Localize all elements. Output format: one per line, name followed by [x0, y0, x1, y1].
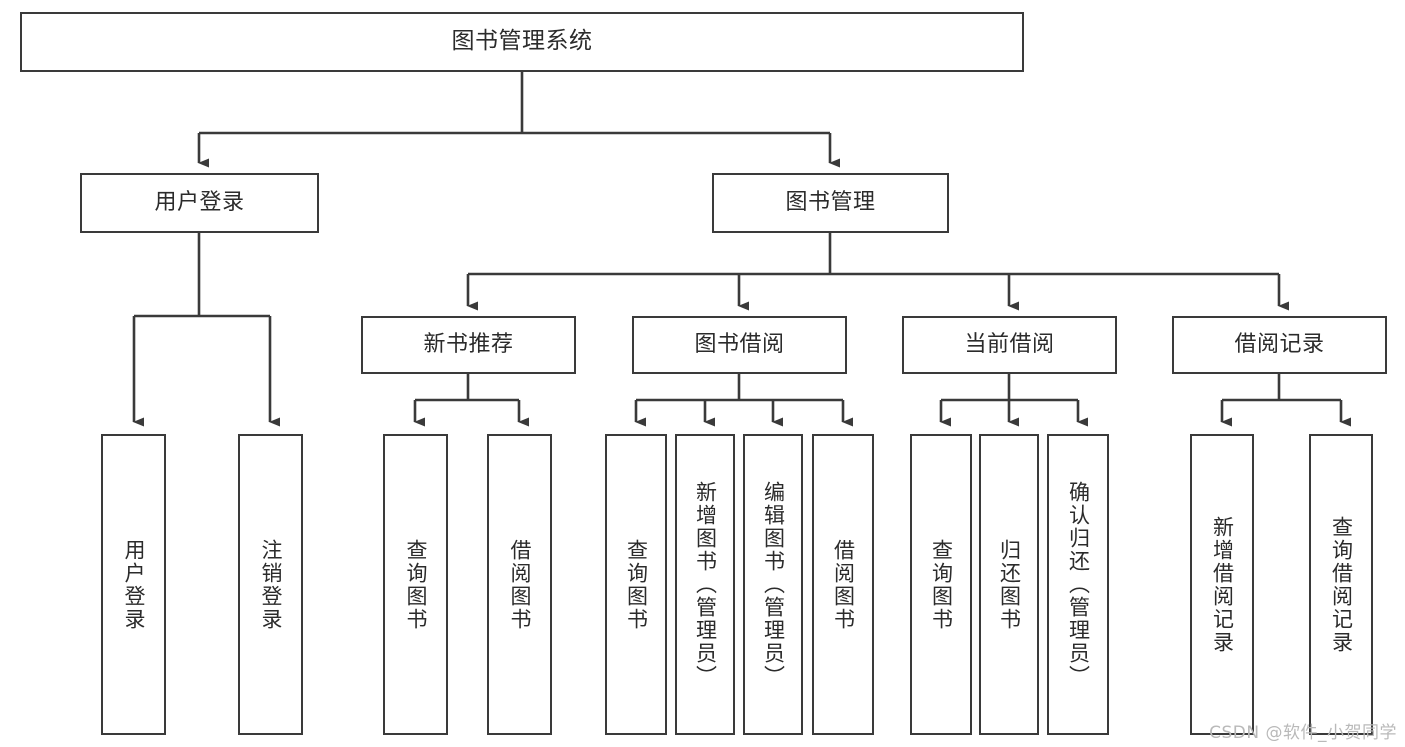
csdn-watermark: CSDN @软件_小贺同学	[1209, 723, 1397, 743]
node-root-label: 图书管理系统	[451, 28, 593, 55]
node-borrow-record[interactable]: 借阅记录	[1172, 316, 1387, 374]
node-leaf-query-book-1-label: 查询图书	[404, 538, 428, 631]
node-leaf-query-book-2[interactable]: 查询图书	[605, 434, 667, 735]
node-user-login-label: 用户登录	[154, 189, 245, 215]
node-leaf-add-record-label: 新增借阅记录	[1210, 515, 1235, 654]
node-current-borrow[interactable]: 当前借阅	[902, 316, 1117, 374]
node-new-book-recommend[interactable]: 新书推荐	[361, 316, 576, 374]
node-leaf-user-logout-label: 注销登录	[259, 538, 283, 631]
node-book-manage-label: 图书管理	[785, 189, 876, 215]
node-leaf-borrow-book-1[interactable]: 借阅图书	[487, 434, 552, 735]
node-leaf-user-logout[interactable]: 注销登录	[238, 434, 303, 735]
node-book-manage[interactable]: 图书管理	[712, 173, 949, 233]
node-leaf-user-login[interactable]: 用户登录	[101, 434, 166, 735]
node-leaf-edit-book-label: 编辑图书（管理员）	[761, 481, 786, 688]
node-book-borrow-label: 图书借阅	[694, 331, 785, 357]
node-book-borrow[interactable]: 图书借阅	[632, 316, 847, 374]
node-leaf-borrow-book-2-label: 借阅图书	[831, 538, 856, 631]
node-leaf-query-book-2-label: 查询图书	[624, 538, 649, 631]
node-leaf-return-book-label: 归还图书	[997, 538, 1022, 631]
node-leaf-query-book-1[interactable]: 查询图书	[383, 434, 448, 735]
node-leaf-edit-book[interactable]: 编辑图书（管理员）	[743, 434, 803, 735]
node-root-book-management-system[interactable]: 图书管理系统	[20, 12, 1024, 72]
node-leaf-query-book-3-label: 查询图书	[929, 538, 954, 631]
node-borrow-record-label: 借阅记录	[1234, 331, 1325, 357]
node-leaf-borrow-book-1-label: 借阅图书	[508, 538, 532, 631]
node-leaf-borrow-book-2[interactable]: 借阅图书	[812, 434, 874, 735]
node-current-borrow-label: 当前借阅	[964, 331, 1055, 357]
node-leaf-return-book[interactable]: 归还图书	[979, 434, 1039, 735]
node-leaf-user-login-label: 用户登录	[122, 538, 146, 631]
node-leaf-query-record-label: 查询借阅记录	[1329, 515, 1354, 654]
node-leaf-add-book[interactable]: 新增图书（管理员）	[675, 434, 735, 735]
node-leaf-add-record[interactable]: 新增借阅记录	[1190, 434, 1254, 735]
node-new-book-recommend-label: 新书推荐	[423, 331, 514, 357]
node-leaf-confirm-return[interactable]: 确认归还（管理员）	[1047, 434, 1109, 735]
node-leaf-query-book-3[interactable]: 查询图书	[910, 434, 972, 735]
node-leaf-add-book-label: 新增图书（管理员）	[693, 481, 718, 688]
node-leaf-query-record[interactable]: 查询借阅记录	[1309, 434, 1373, 735]
node-leaf-confirm-return-label: 确认归还（管理员）	[1066, 481, 1091, 688]
node-user-login[interactable]: 用户登录	[80, 173, 319, 233]
